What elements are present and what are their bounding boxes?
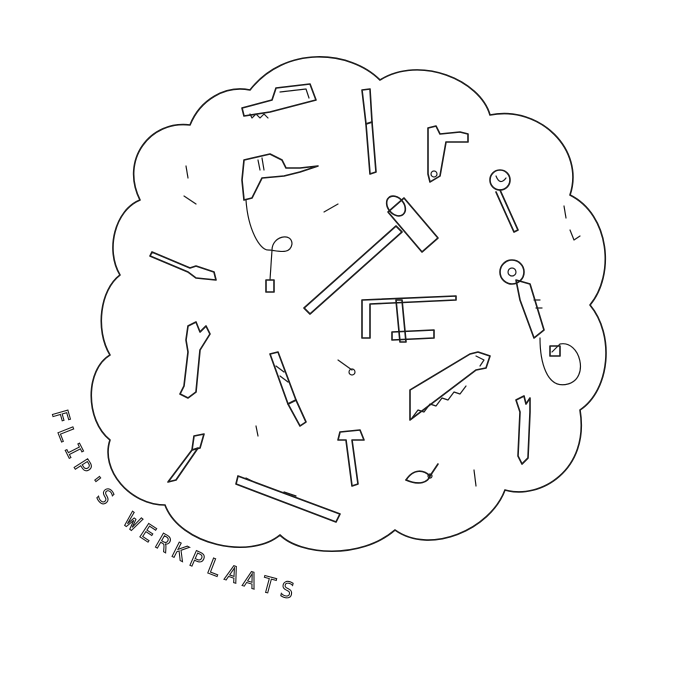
cloud-outline [90, 56, 607, 553]
pliers-icon [405, 463, 439, 484]
small-wrench-icon [515, 395, 531, 465]
chisel-icon [269, 351, 307, 427]
angle-grinder-icon [499, 259, 582, 386]
screw-icon [337, 359, 356, 376]
brush-icon [167, 433, 205, 483]
mallet-icon [303, 195, 439, 315]
tape-measure-icon [489, 169, 519, 233]
screwdriver-icon [361, 88, 377, 175]
file-icon [149, 251, 217, 281]
power-drill-icon [241, 153, 319, 293]
hand-saw-icon [241, 83, 317, 119]
level-icon [235, 475, 341, 523]
clamp-icon [361, 295, 457, 343]
hammer-icon [337, 429, 365, 487]
adjustable-wrench-icon [179, 321, 211, 399]
wrench-icon [427, 125, 469, 183]
saw-icon [409, 351, 491, 421]
nail-icon [183, 165, 581, 487]
logo-caption: FLIP'S WERKPLAATS [46, 407, 302, 606]
